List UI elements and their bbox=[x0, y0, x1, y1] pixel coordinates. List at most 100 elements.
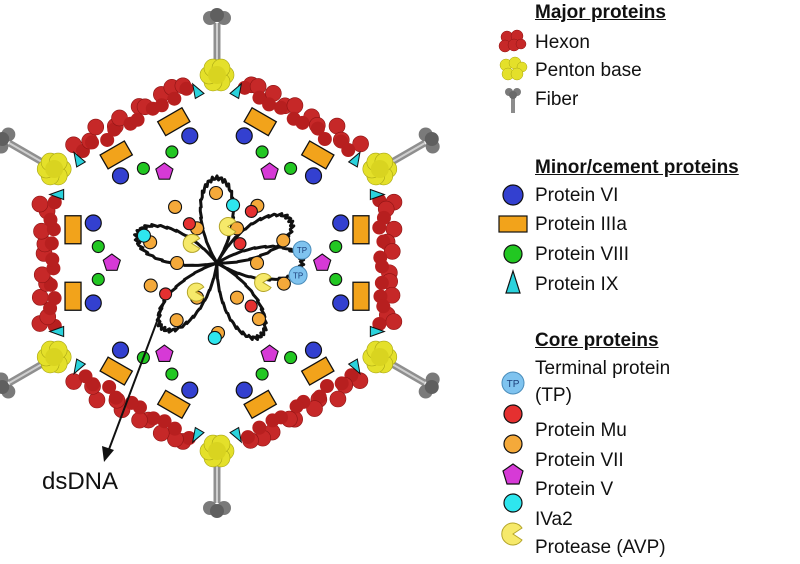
hexon bbox=[157, 414, 172, 429]
protein-vii bbox=[143, 278, 158, 293]
protease-avp bbox=[182, 233, 201, 253]
hexon bbox=[341, 143, 356, 158]
hexon bbox=[312, 389, 327, 404]
tp-icon-text: TP bbox=[507, 379, 520, 390]
terminal-protein-text: TP bbox=[293, 271, 303, 280]
dsdna-strand bbox=[215, 261, 268, 341]
legend-label-iva2: IVa2 bbox=[535, 509, 573, 530]
legend-label-protein-iiia: Protein IIIa bbox=[535, 214, 627, 235]
protein-ix bbox=[347, 358, 361, 375]
legend-label-terminal-protein: Terminal protein bbox=[535, 358, 671, 379]
protein-viii bbox=[255, 367, 269, 381]
fiber-shaft-highlight bbox=[8, 142, 45, 164]
fiber-icon bbox=[505, 88, 521, 113]
protease-icon bbox=[501, 522, 523, 546]
hexon bbox=[306, 400, 323, 417]
hexon bbox=[385, 313, 403, 330]
protein-v bbox=[260, 162, 279, 180]
protein-vi bbox=[111, 341, 130, 359]
protein-vi bbox=[304, 341, 323, 359]
hexon bbox=[319, 379, 334, 394]
protein-ix bbox=[347, 151, 361, 168]
iva2 bbox=[225, 198, 241, 213]
hexon bbox=[167, 91, 182, 106]
hexon bbox=[102, 379, 117, 394]
protein-vi bbox=[181, 381, 199, 399]
protein-viii bbox=[284, 351, 298, 365]
penton-base bbox=[45, 160, 64, 178]
hexon bbox=[107, 122, 122, 137]
protein-ix-icon bbox=[505, 269, 521, 294]
protein-vii bbox=[251, 311, 266, 327]
protein-iiia bbox=[352, 215, 370, 245]
legend-label-hexon: Hexon bbox=[535, 32, 590, 53]
protein-viii bbox=[136, 161, 150, 175]
legend-label-terminal-protein-tp: (TP) bbox=[535, 385, 572, 406]
hexon bbox=[47, 291, 62, 306]
protein-iiia bbox=[300, 356, 335, 386]
fiber-shaft-highlight bbox=[8, 362, 45, 384]
hexon bbox=[375, 259, 390, 274]
legend-label-penton-base: Penton base bbox=[535, 60, 642, 81]
protein-ix bbox=[369, 188, 386, 201]
protease-avp bbox=[186, 282, 205, 302]
hexon bbox=[44, 236, 59, 251]
hexon bbox=[240, 430, 255, 445]
fiber-knob bbox=[210, 504, 224, 518]
protein-iiia bbox=[352, 281, 370, 311]
hexon bbox=[317, 132, 332, 147]
hexon bbox=[87, 118, 105, 136]
dsdna-label: dsDNA bbox=[42, 468, 119, 495]
legend-label-protein-v: Protein V bbox=[535, 479, 614, 500]
penton-base bbox=[370, 160, 389, 178]
core-proteins: TP TP bbox=[136, 185, 312, 346]
hexon bbox=[352, 135, 369, 153]
hexon bbox=[383, 243, 401, 260]
protein-vi bbox=[181, 127, 199, 145]
protein-viii bbox=[255, 145, 269, 159]
protein-iiia bbox=[243, 389, 278, 420]
legend-label-protein-vi: Protein VI bbox=[535, 185, 619, 206]
protein-viii bbox=[329, 239, 343, 254]
dsdna-arrow-line bbox=[107, 299, 166, 453]
protein-viii bbox=[91, 272, 105, 287]
hexon bbox=[372, 220, 387, 235]
hexon bbox=[45, 252, 60, 267]
hexon bbox=[167, 421, 182, 436]
protein-ix bbox=[191, 426, 205, 444]
terminal-protein bbox=[288, 265, 308, 285]
legend: Major proteins Hexon Penton base Fiber M… bbox=[495, 0, 800, 564]
protein-vii bbox=[208, 185, 224, 201]
protein-viii bbox=[91, 239, 105, 254]
legend-heading-core: Core proteins bbox=[535, 330, 659, 351]
protein-vi bbox=[304, 167, 323, 185]
protein-v bbox=[260, 344, 279, 362]
protein-iiia bbox=[156, 389, 191, 420]
dsdna-arrow bbox=[102, 299, 166, 462]
terminal-protein bbox=[292, 240, 312, 260]
hexon bbox=[43, 277, 58, 292]
protein-v bbox=[102, 253, 122, 271]
protein-viii bbox=[165, 367, 179, 381]
protein-vi bbox=[235, 381, 253, 399]
hexon bbox=[43, 212, 58, 227]
hexon bbox=[372, 316, 387, 331]
hexon bbox=[289, 399, 304, 414]
inner-proteins bbox=[48, 82, 386, 444]
legend-heading-major: Major proteins bbox=[535, 2, 666, 23]
hexon bbox=[31, 289, 49, 306]
hexon bbox=[108, 390, 123, 405]
protein-iiia bbox=[99, 140, 134, 170]
protein-ix bbox=[369, 325, 386, 338]
protease-avp bbox=[254, 273, 272, 292]
iva2 bbox=[136, 228, 152, 243]
protein-vii bbox=[276, 233, 291, 248]
hexon bbox=[262, 97, 277, 112]
protein-viii bbox=[329, 272, 343, 287]
protein-vi bbox=[235, 127, 253, 145]
protein-v-icon bbox=[502, 463, 524, 485]
protein-ix bbox=[73, 358, 87, 375]
protein-ix bbox=[48, 325, 65, 338]
hexon bbox=[130, 112, 145, 127]
terminal-protein-text: TP bbox=[297, 246, 307, 255]
